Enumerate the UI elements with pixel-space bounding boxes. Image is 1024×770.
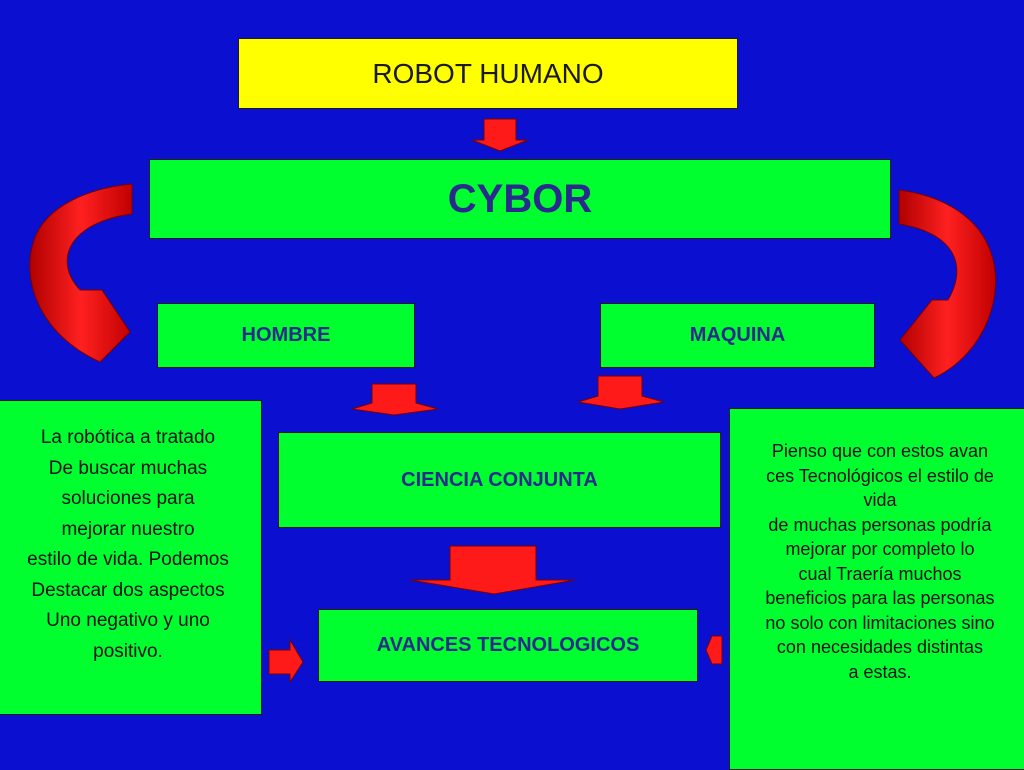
right-text-box: Pienso que con estos avan ces Tecnológic… bbox=[729, 408, 1024, 770]
cybor-label: CYBOR bbox=[447, 176, 593, 221]
curved-arrow-left-icon bbox=[29, 183, 133, 363]
hombre-box: HOMBRE bbox=[157, 303, 415, 368]
right-paragraph: Pienso que con estos avan ces Tecnológic… bbox=[765, 441, 995, 682]
down-arrow-maquina-icon bbox=[577, 375, 665, 410]
down-arrow-hombre-icon bbox=[351, 383, 439, 416]
hombre-label: HOMBRE bbox=[241, 324, 331, 346]
left-text-box: La robótica a tratado De buscar muchas s… bbox=[0, 400, 262, 715]
avances-tecnologicos-box: AVANCES TECNOLOGICOS bbox=[318, 609, 698, 682]
left-paragraph: La robótica a tratado De buscar muchas s… bbox=[27, 427, 229, 662]
curved-arrow-right-icon bbox=[898, 189, 997, 379]
down-arrow-icon bbox=[471, 118, 529, 152]
robot-humano-box: ROBOT HUMANO bbox=[238, 38, 738, 109]
ciencia-conjunta-box: CIENCIA CONJUNTA bbox=[278, 432, 721, 528]
cybor-box: CYBOR bbox=[149, 159, 891, 239]
maquina-box: MAQUINA bbox=[600, 303, 875, 368]
ciencia-conjunta-label: CIENCIA CONJUNTA bbox=[401, 468, 598, 491]
avances-tecnologicos-label: AVANCES TECNOLOGICOS bbox=[376, 634, 640, 656]
robot-humano-label: ROBOT HUMANO bbox=[372, 57, 604, 89]
left-arrow-right-icon bbox=[705, 635, 723, 665]
maquina-label: MAQUINA bbox=[689, 324, 786, 346]
down-arrow-ciencia-icon bbox=[409, 545, 576, 595]
right-arrow-left-icon bbox=[268, 638, 304, 684]
